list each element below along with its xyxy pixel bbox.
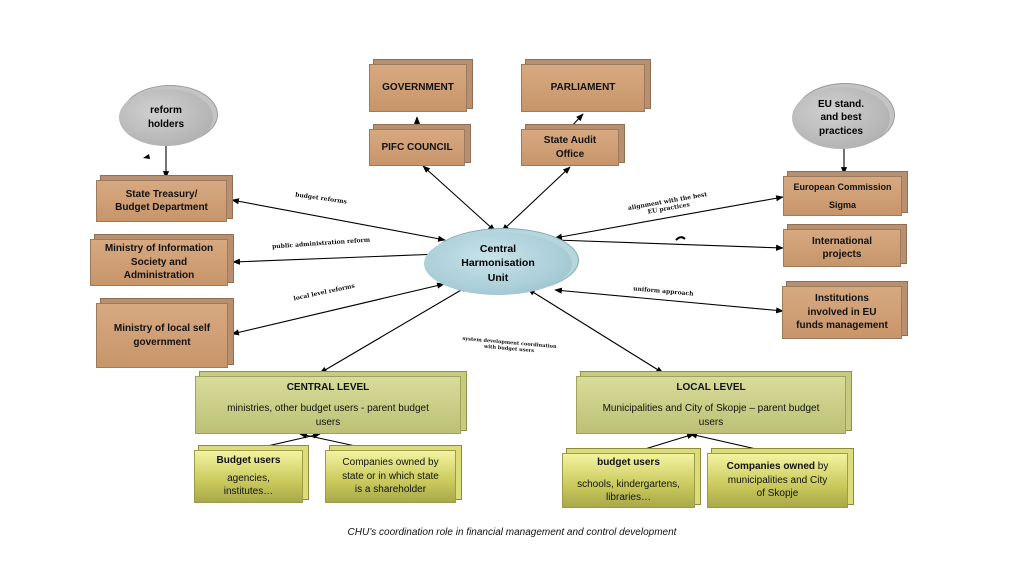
local-budget-users-box: budget users schools, kindergartens, lib… [562, 453, 695, 508]
parliament-label: PARLIAMENT [550, 82, 616, 94]
local-budget-users-text: schools, kindergartens, [577, 478, 680, 490]
local-companies-text: of Skopje [756, 488, 799, 500]
chu-label: Harmonisation [461, 257, 535, 270]
eu-standards-label: practices [819, 125, 863, 137]
state-treasury-label: State Treasury/ [125, 188, 198, 200]
figure-caption: CHU’s coordination role in financial man… [347, 527, 677, 538]
local-companies-heading: Companies owned [726, 461, 815, 473]
european-commission-box: European Commission Sigma [783, 176, 902, 216]
arrow-local-to-companies [689, 432, 775, 455]
reform-holders-label: holders [147, 118, 185, 130]
central-level-text: users [315, 416, 341, 428]
arrow-local-to-budget-users [631, 433, 695, 454]
european-commission-label: European Commission [793, 181, 892, 192]
stray-mark [143, 154, 150, 159]
local-budget-users-heading: budget users [597, 457, 660, 469]
local-companies-text: municipalities and City [727, 474, 828, 486]
central-level-heading: CENTRAL LEVEL [286, 381, 370, 393]
international-projects-box: International projects [783, 229, 901, 267]
arrow-chu-ministry-information [232, 251, 441, 265]
chu-label: Unit [487, 271, 509, 284]
central-harmonisation-unit-node: Central Harmonisation Unit [424, 232, 572, 295]
sigma-label: Sigma [828, 200, 856, 210]
central-level-box: CENTRAL LEVEL ministries, other budget u… [195, 376, 461, 434]
arrow-central-to-companies [299, 432, 375, 452]
government-box: GOVERNMENT [369, 64, 467, 112]
local-level-text: Municipalities and City of Skopje – pare… [602, 403, 820, 415]
local-budget-users-text: libraries… [605, 492, 651, 504]
local-level-text: users [698, 416, 724, 428]
ministry-information-society-label: Ministry of Information [104, 243, 214, 255]
parliament-box: PARLIAMENT [521, 64, 645, 112]
ministry-information-society-box: Ministry of Information Society and Admi… [90, 239, 228, 286]
state-audit-office-label: State Audit [543, 135, 597, 146]
eu-standards-node: EU stand. and best practices [792, 87, 890, 149]
central-companies-text: state or in which state [342, 470, 439, 482]
ministry-local-self-government-box: Ministry of local self government [96, 303, 228, 368]
arrow-chu-pifc [422, 165, 496, 232]
state-audit-office-label: Office [555, 148, 585, 160]
local-level-heading: LOCAL LEVEL [676, 381, 746, 393]
international-projects-label: International [811, 235, 872, 247]
arrow-chu-commission [554, 195, 784, 240]
reform-holders-label: reform [150, 105, 182, 116]
international-projects-label: projects [822, 249, 862, 260]
central-budget-users-box: Budget users agencies, institutes… [194, 450, 303, 503]
central-companies-text: Companies owned by [342, 457, 439, 469]
central-companies-box: Companies owned by state or in which sta… [325, 450, 456, 503]
eu-standards-label: EU stand. [817, 98, 865, 110]
local-companies-heading-line: Companies owned by [727, 460, 829, 474]
arrow-chu-audit [501, 166, 571, 232]
reform-holders-node: reform holders [119, 89, 213, 146]
central-budget-users-heading: Budget users [216, 455, 281, 467]
government-label: GOVERNMENT [382, 82, 454, 94]
pifc-council-label: PIFC COUNCIL [381, 141, 453, 153]
arrow-chu-treasury [231, 198, 446, 242]
state-treasury-box: State Treasury/ Budget Department [96, 180, 227, 222]
local-companies-box: Companies owned by municipalities and Ci… [707, 453, 848, 508]
ministry-information-society-label: Administration [123, 270, 195, 282]
local-companies-suffix: by [815, 461, 829, 473]
eu-standards-label: and best [820, 112, 862, 124]
arrow-chu-international [554, 237, 784, 251]
ministry-local-self-government-label: Ministry of local self [113, 323, 211, 334]
state-treasury-label: Budget Department [115, 202, 208, 213]
chu-label: Central [479, 243, 517, 256]
central-level-text: ministries, other budget users - parent … [227, 403, 429, 415]
stray-mark [675, 236, 686, 241]
arrow-chu-local-level [527, 288, 664, 374]
institutions-eu-funds-label: involved in EU [807, 306, 877, 318]
local-level-box: LOCAL LEVEL Municipalities and City of S… [576, 376, 846, 434]
central-budget-users-text: agencies, [227, 472, 270, 484]
arrow-audit-to-parliament [569, 113, 584, 129]
ministry-information-society-label: Society and [130, 256, 188, 268]
state-audit-office-box: State Audit Office [521, 129, 619, 166]
central-budget-users-text: institutes… [223, 486, 274, 498]
central-companies-text: is a shareholder [354, 484, 427, 496]
ministry-local-self-government-label: government [133, 336, 191, 348]
institutions-eu-funds-box: Institutions involved in EU funds manage… [782, 286, 902, 339]
pifc-council-box: PIFC COUNCIL [369, 129, 465, 166]
arrow-chu-central-level [319, 285, 469, 374]
institutions-eu-funds-label: Institutions [815, 293, 869, 305]
institutions-eu-funds-label: funds management [796, 320, 888, 332]
